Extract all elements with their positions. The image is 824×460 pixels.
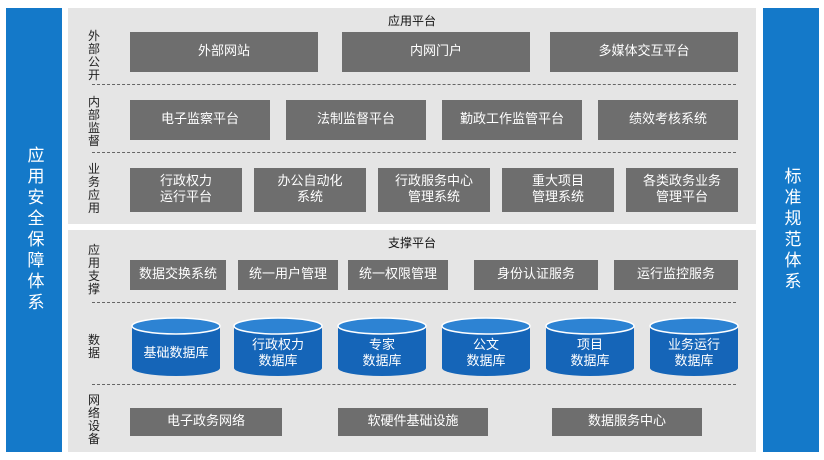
application-platform-section: 应用平台 外部公开 外部网站 内网门户 多媒体交互平台 内部监督 电子监察平台 … bbox=[68, 8, 756, 224]
row-label-business: 业务应用 bbox=[87, 162, 100, 215]
database-label: 行政权力 bbox=[251, 338, 304, 353]
row-divider bbox=[92, 384, 736, 385]
row-divider bbox=[92, 152, 736, 153]
database-label: 数据库 bbox=[674, 354, 714, 369]
diagram-box: 统一用户管理 bbox=[238, 260, 338, 290]
support-platform-title: 支撑平台 bbox=[387, 236, 436, 250]
diagram-box: 办公自动化 系统 bbox=[254, 168, 366, 212]
database-label: 基础数据库 bbox=[143, 346, 209, 361]
row-divider bbox=[92, 84, 736, 85]
diagram-box: 勤政工作监管平台 bbox=[442, 100, 582, 140]
database-label: 数据库 bbox=[362, 354, 402, 369]
row-label-public: 外部公开 bbox=[87, 29, 100, 82]
application-platform-title: 应用平台 bbox=[387, 14, 436, 28]
diagram-box: 行政权力 运行平台 bbox=[130, 168, 242, 212]
security-system-bar: 应用安全保障体系 bbox=[6, 8, 62, 452]
diagram-box: 运行监控服务 bbox=[614, 260, 738, 290]
database-cylinder: 行政权力数据库 bbox=[232, 316, 324, 378]
diagram-box: 电子监察平台 bbox=[130, 100, 270, 140]
database-label: 数据库 bbox=[570, 354, 610, 369]
diagram-box: 电子政务网络 bbox=[130, 408, 282, 436]
row-label-supervision: 内部监督 bbox=[87, 95, 100, 148]
database-cylinder: 基础数据库 bbox=[130, 316, 222, 378]
standards-system-bar: 标准规范体系 bbox=[763, 8, 819, 452]
database-label: 项目 bbox=[576, 338, 603, 353]
database-cylinder: 公文数据库 bbox=[440, 316, 532, 378]
database-cylinder: 专家数据库 bbox=[336, 316, 428, 378]
database-label: 专家 bbox=[368, 338, 395, 353]
diagram-box: 内网门户 bbox=[342, 32, 530, 72]
diagram-box: 绩效考核系统 bbox=[598, 100, 738, 140]
diagram-box: 行政服务中心 管理系统 bbox=[378, 168, 490, 212]
database-label: 数据库 bbox=[466, 354, 506, 369]
diagram-box: 身份认证服务 bbox=[474, 260, 598, 290]
diagram-box: 多媒体交互平台 bbox=[550, 32, 738, 72]
diagram-box: 法制监督平台 bbox=[286, 100, 426, 140]
database-label: 数据库 bbox=[258, 354, 298, 369]
database-cylinder: 项目数据库 bbox=[544, 316, 636, 378]
database-cylinder: 业务运行数据库 bbox=[648, 316, 740, 378]
security-system-label: 应用安全保障体系 bbox=[23, 146, 44, 314]
diagram-box: 外部网站 bbox=[130, 32, 318, 72]
row-label-data: 数据 bbox=[87, 333, 100, 360]
support-platform-section: 支撑平台 应用支撑 数据交换系统 统一用户管理 统一权限管理 身份认证服务 运行… bbox=[68, 230, 756, 452]
row-label-support: 应用支撑 bbox=[87, 243, 100, 296]
diagram-box: 数据交换系统 bbox=[130, 260, 226, 290]
diagram-box: 重大项目 管理系统 bbox=[502, 168, 614, 212]
standards-system-label: 标准规范体系 bbox=[780, 167, 801, 293]
database-label: 业务运行 bbox=[667, 338, 720, 353]
diagram-box: 各类政务业务 管理平台 bbox=[626, 168, 738, 212]
row-label-network: 网络设备 bbox=[87, 393, 100, 446]
diagram-box: 数据服务中心 bbox=[552, 408, 702, 436]
diagram-box: 统一权限管理 bbox=[348, 260, 448, 290]
row-divider bbox=[92, 302, 736, 303]
database-label: 公文 bbox=[472, 338, 499, 353]
diagram-box: 软硬件基础设施 bbox=[338, 408, 488, 436]
